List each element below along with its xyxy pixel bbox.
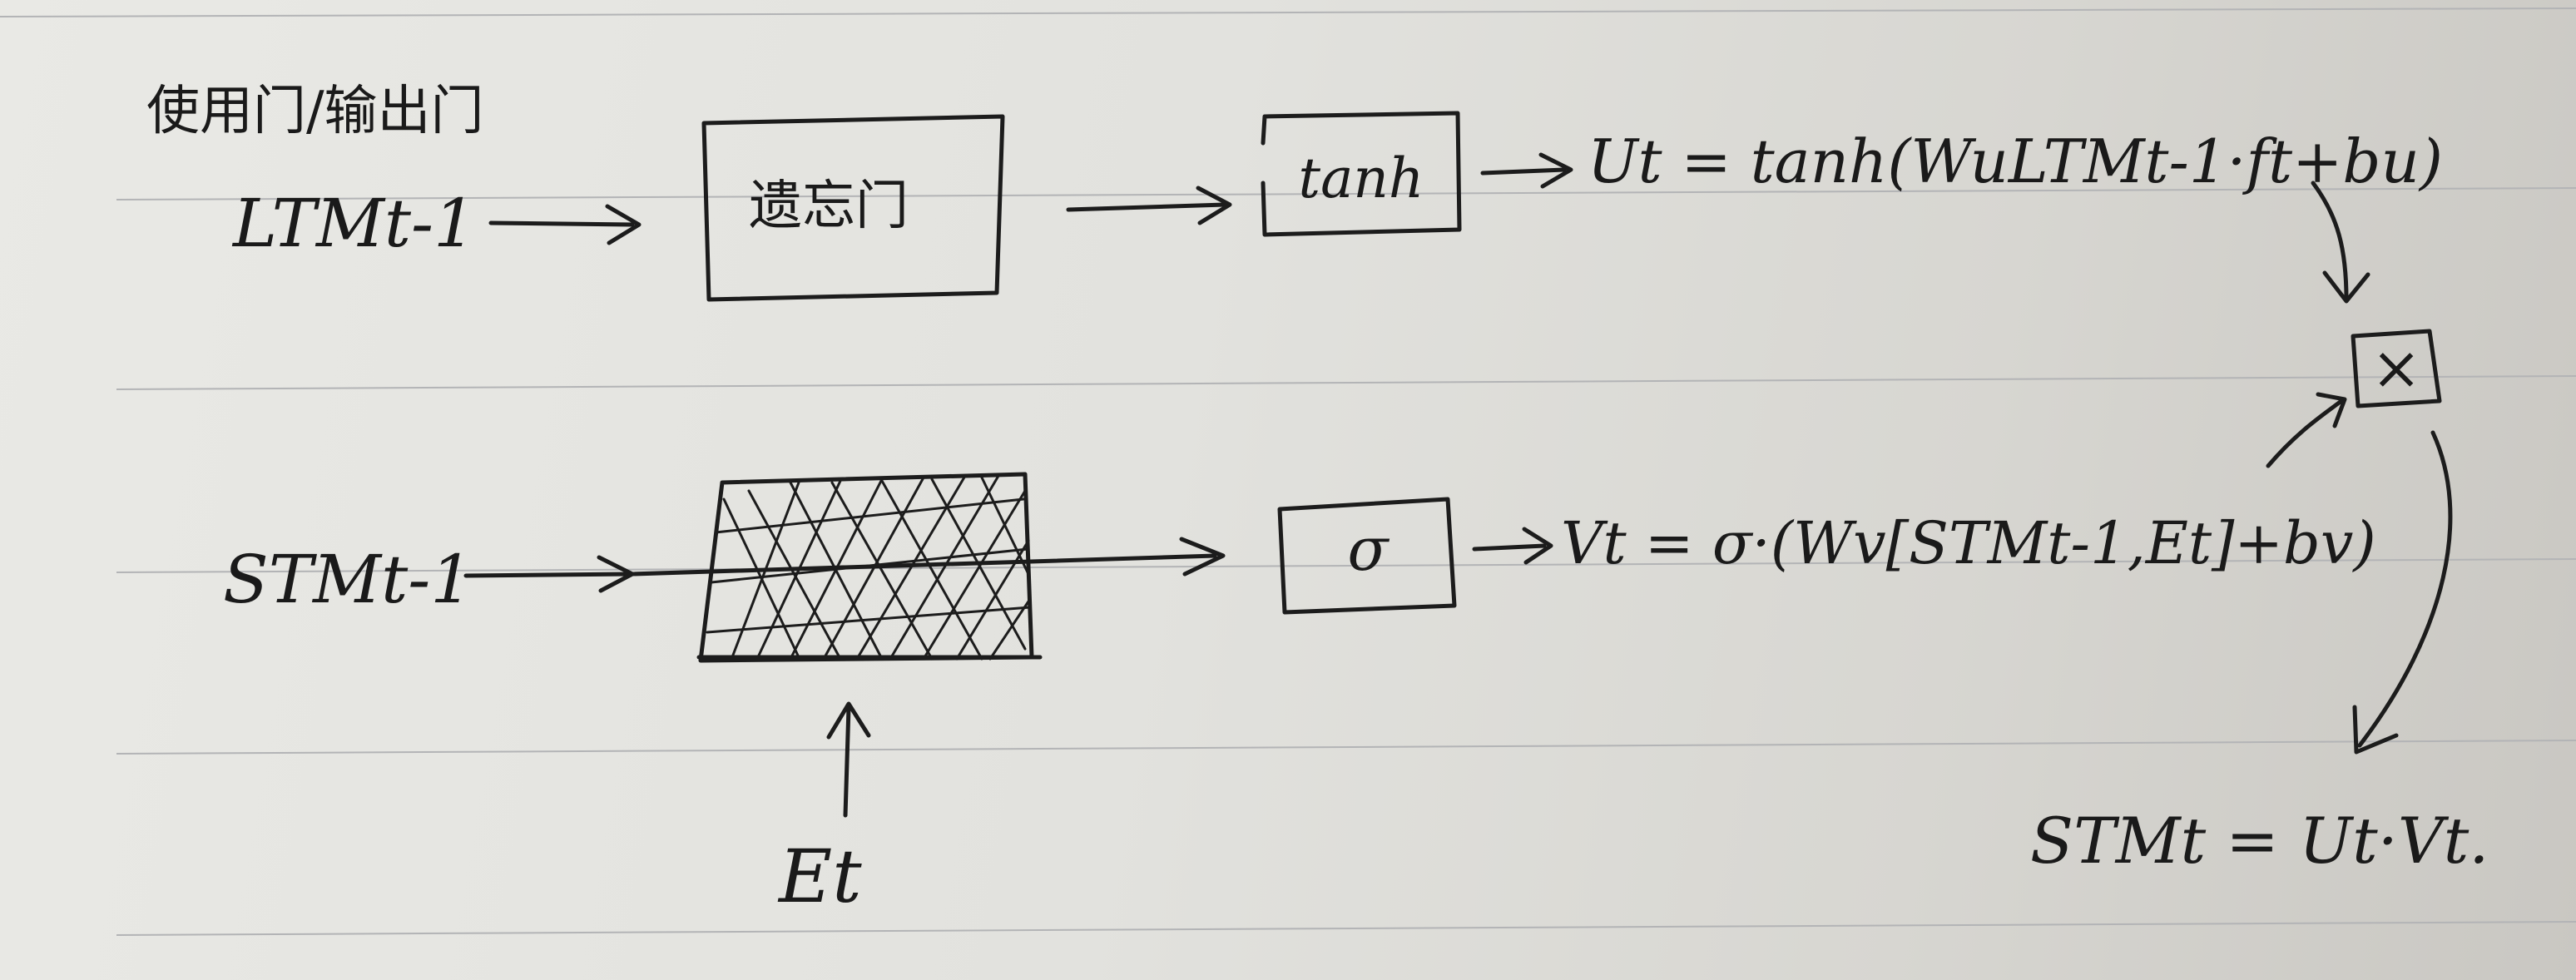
arrow-ltm-to-forget-gate <box>488 204 642 245</box>
ut-equation: Ut = tanh(WuLTMt-1·ft+bu) <box>1588 126 2443 196</box>
arrow-stm-in <box>463 555 635 593</box>
arrow-forget-to-tanh <box>1066 186 1232 225</box>
stm-output-equation: STMt = Ut·Vt. <box>2030 804 2489 878</box>
stm-input-label: STMt-1 <box>223 541 473 618</box>
sigma-label: σ <box>1347 514 1389 584</box>
arrow-tanh-to-ut <box>1480 152 1573 189</box>
sigma-box <box>1277 497 1457 615</box>
forget-gate-label: 遗忘门 <box>749 176 909 237</box>
arrow-vt-to-multiply <box>2266 392 2347 468</box>
forget-gate-box <box>701 114 1005 302</box>
tanh-box <box>1261 111 1462 237</box>
arrow-multiply-to-stmt <box>2352 430 2453 755</box>
arrow-combiner-to-sigma <box>630 537 1226 577</box>
arrow-et-up <box>826 701 871 818</box>
tanh-label: tanh <box>1298 146 1424 210</box>
ruled-lines <box>0 7 2576 936</box>
event-input-label: Et <box>779 834 862 919</box>
multiply-label: × <box>2370 333 2422 403</box>
multiply-box <box>2351 329 2442 408</box>
arrow-sigma-to-vt <box>1472 527 1553 565</box>
heading: 使用门/输出门 <box>146 81 484 142</box>
vt-equation: Vt = σ·(Wv[STMt-1,Et]+bv) <box>1561 509 2376 577</box>
arrow-ut-to-multiply <box>2311 181 2370 304</box>
ltm-input-label: LTMt-1 <box>233 185 476 262</box>
